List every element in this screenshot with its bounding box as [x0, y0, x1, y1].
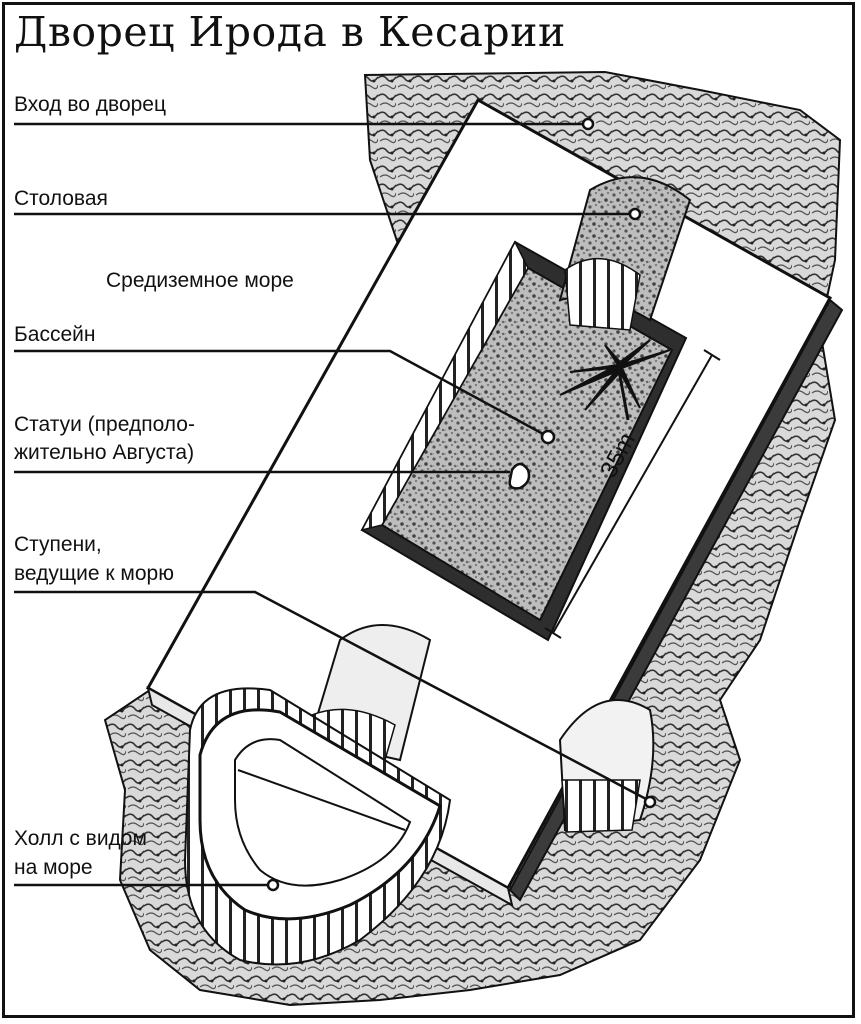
leader-lines	[14, 117, 657, 892]
label-pool: Бассейн	[14, 323, 96, 346]
leader-steps	[14, 590, 649, 802]
leader-steps-dot	[643, 795, 657, 809]
dimension-line	[544, 349, 721, 639]
label-sea: Средиземное море	[106, 269, 294, 292]
label-statues-line2: жительно Августа)	[14, 441, 195, 464]
label-steps-line2: ведущие к морю	[14, 562, 174, 585]
steps-to-sea-pavilion	[558, 699, 655, 833]
label-hall-line1: Холл с видом	[14, 827, 147, 850]
leader-entrance-dot	[581, 117, 595, 131]
diagram-title: Дворец Ирода в Кесарии	[14, 8, 566, 56]
label-dining: Столовая	[14, 187, 108, 210]
label-entrance: Вход во дворец	[14, 93, 167, 116]
leader-pool-dot	[540, 429, 556, 445]
leader-dining-dot	[628, 207, 642, 221]
label-statues-line1: Статуи (предполо-	[14, 413, 195, 436]
leader-hall-dot	[266, 878, 280, 892]
palm-tree-icon	[559, 339, 671, 421]
lower-cylinder	[308, 624, 432, 762]
label-hall-line2: на море	[14, 856, 93, 879]
label-steps-line1: Ступени,	[14, 533, 102, 556]
statues-icon	[508, 462, 531, 490]
sea-view-hall	[183, 687, 452, 966]
leader-pool	[14, 349, 546, 437]
